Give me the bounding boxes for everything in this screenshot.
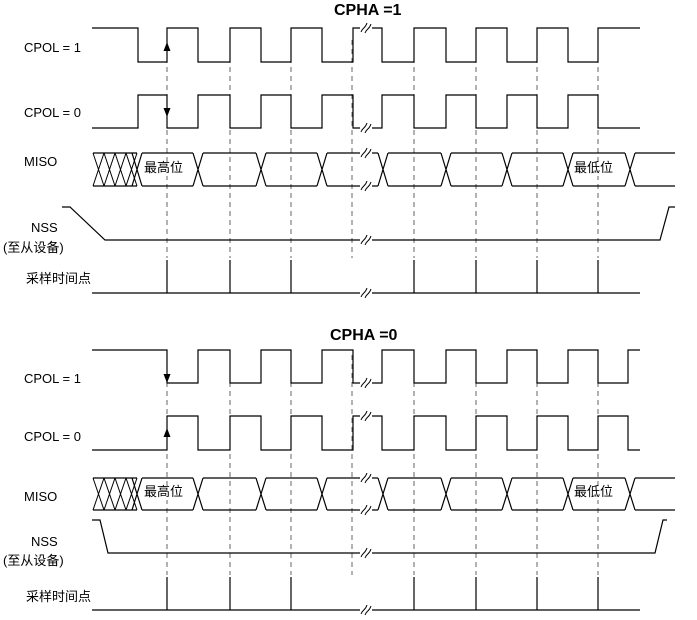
bottom-sample-label: 采样时间点 [26, 589, 92, 604]
top-miso-crossing [624, 152, 636, 187]
bottom-miso-undef-x [114, 477, 127, 511]
top-miso-crossing [316, 152, 328, 187]
bottom-nss-break-gap [360, 546, 372, 560]
bottom-sample-break-b [364, 605, 372, 616]
sample-dashed-guides [166, 40, 599, 575]
top-sample-break-b [364, 288, 372, 299]
bottom-miso-tail [635, 477, 675, 511]
bottom-miso-crossing [624, 477, 636, 511]
top-miso-break1-gap [360, 146, 372, 160]
bottom-cpol0-wave [92, 415, 640, 451]
bottom-cpol0-break-gap [360, 409, 372, 423]
bottom-miso-break1-gap [360, 471, 372, 485]
top-miso-crossing [255, 152, 267, 187]
bottom-miso-undef-x [125, 477, 138, 511]
bottom-miso-undef-edges [93, 477, 137, 511]
top-cpol1-label: CPOL = 1 [24, 40, 81, 55]
bottom-miso-break2-b [364, 505, 372, 516]
bottom-miso-crossing [192, 477, 204, 511]
top-cpol1-break-b [364, 23, 372, 34]
bottom-miso-break2-gap [360, 503, 372, 517]
top-nss-label: NSS [31, 220, 58, 235]
bottom-nss-label: NSS [31, 534, 58, 549]
top-sample-label: 采样时间点 [26, 271, 92, 286]
top-miso-crossing [131, 152, 143, 187]
top-miso-tail [635, 152, 675, 187]
bottom-miso-undef-x [103, 477, 116, 511]
top-sample-break-gap [360, 286, 372, 300]
bottom-nss-break-a [360, 547, 368, 558]
bottom-cpol1-break-gap [360, 376, 372, 390]
bottom-miso-break1-a [360, 472, 368, 483]
bottom-miso-crossing [440, 477, 452, 511]
top-cpol0-break-gap [360, 121, 372, 135]
top-nss-wave [62, 206, 675, 241]
bottom-miso-crossing [501, 477, 513, 511]
top-nss-break-a [360, 234, 368, 245]
top-cpol0-break-b [364, 123, 372, 134]
top-miso-break1-b [364, 148, 372, 159]
bottom-cpol1-wave [92, 349, 640, 384]
top-miso-label: MISO [24, 154, 58, 169]
waveforms [62, 21, 675, 617]
bottom-cpol0-arrow [163, 428, 171, 437]
bottom-cpol1-break-b [364, 378, 372, 389]
top-nss-break-gap [360, 233, 372, 247]
bottom-nss-break-b [364, 548, 372, 559]
bottom-miso-crossing [255, 477, 267, 511]
top-miso-crossing [562, 152, 574, 187]
top-cpol0-label: CPOL = 0 [24, 105, 81, 120]
top-cpol1-break-gap [360, 21, 372, 35]
top-miso-break2-gap [360, 179, 372, 193]
top-miso-crossing [440, 152, 452, 187]
bottom-cpol0-break-a [360, 410, 368, 421]
bottom-miso-label: MISO [24, 489, 58, 504]
top-miso-undef-x [114, 152, 127, 187]
top-sample-break-a [360, 287, 368, 298]
top-miso-break1-a [360, 147, 368, 158]
bottom-miso-undef-x [92, 477, 105, 511]
top-miso-lsb: 最低位 [573, 161, 615, 176]
top-miso-break2-b [364, 181, 372, 192]
bottom-miso-crossing [131, 477, 143, 511]
bottom-miso-lanes [142, 477, 625, 511]
bottom-miso-break1-b [364, 473, 372, 484]
bottom-sample-break-a [360, 604, 368, 615]
top-cpol1-arrow [163, 42, 171, 51]
top-miso-undef-x [92, 152, 105, 187]
top-cpol0-break-a [360, 122, 368, 133]
top-cpol1-break-a [360, 22, 368, 33]
bottom-miso-crossing [562, 477, 574, 511]
top-title: CPHA =1 [334, 2, 402, 19]
bottom-miso-crossing [316, 477, 328, 511]
top-miso-undef-x [103, 152, 116, 187]
bottom-miso-lsb: 最低位 [573, 485, 615, 500]
bottom-cpol0-label: CPOL = 0 [24, 429, 81, 444]
bottom-nss-wave [92, 519, 667, 554]
top-nss-sub-label: (至从设备) [3, 240, 64, 255]
bottom-cpol1-break-a [360, 377, 368, 388]
bottom-miso-msb: 最高位 [143, 485, 185, 500]
top-cpol0-arrow [163, 108, 171, 117]
bottom-cpol0-break-b [364, 411, 372, 422]
top-miso-crossing [501, 152, 513, 187]
top-miso-crossing [377, 152, 389, 187]
bottom-cpol1-label: CPOL = 1 [24, 371, 81, 386]
bottom-cpol1-arrow [163, 374, 171, 383]
top-miso-undef-x [125, 152, 138, 187]
top-miso-crossing [192, 152, 204, 187]
bottom-miso-break2-a [360, 504, 368, 515]
bottom-title: CPHA =0 [330, 327, 398, 344]
top-miso-lanes [142, 152, 625, 187]
top-miso-undef-edges [93, 152, 137, 187]
top-miso-msb: 最高位 [143, 161, 185, 176]
bottom-sample-break-gap [360, 603, 372, 617]
bottom-miso-crossing [377, 477, 389, 511]
bottom-nss-sub-label: (至从设备) [3, 553, 64, 568]
top-miso-break2-a [360, 180, 368, 191]
top-nss-break-b [364, 235, 372, 246]
